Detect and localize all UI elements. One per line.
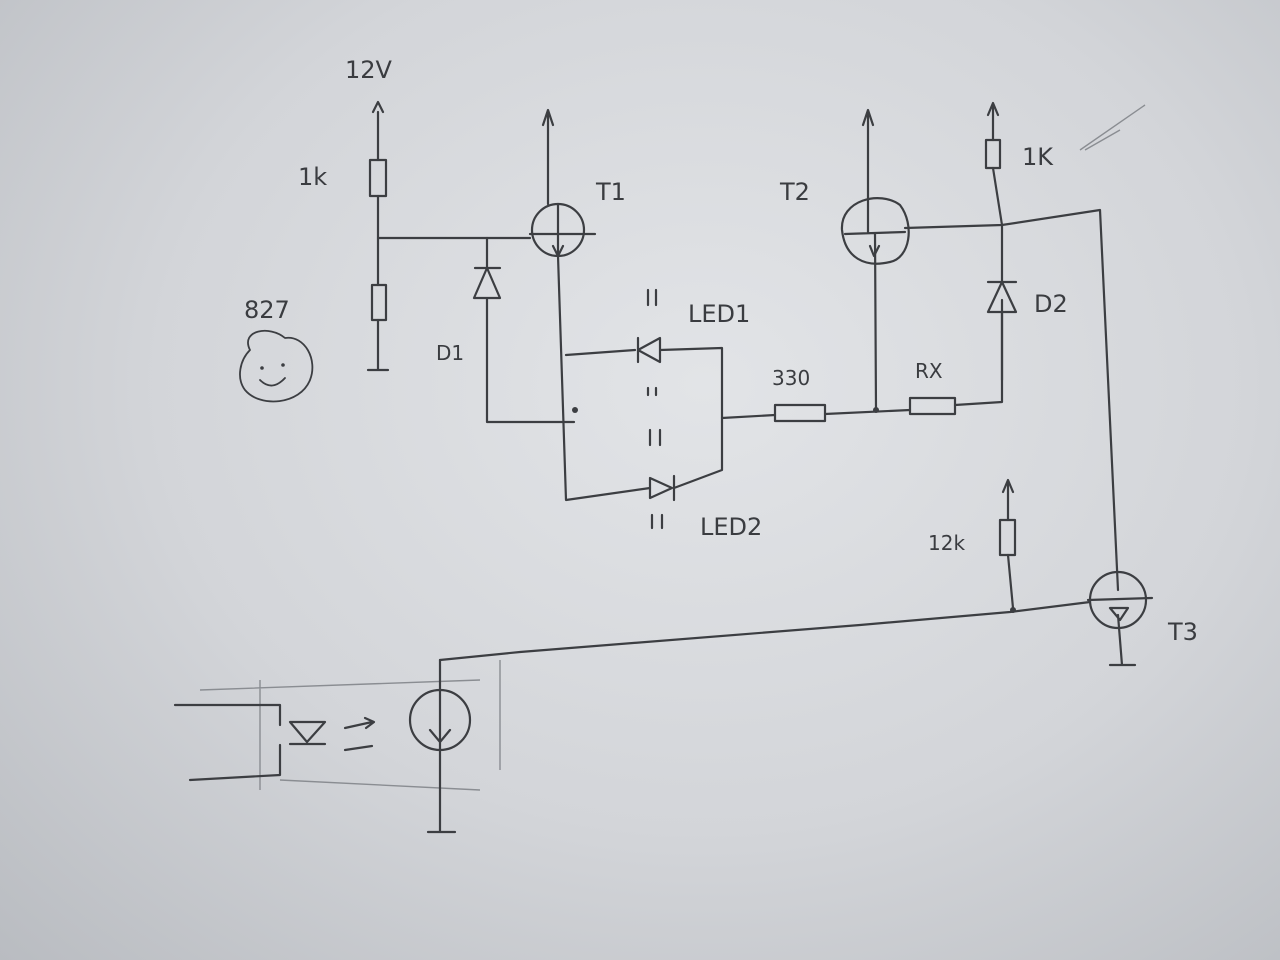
resistor-1k-diode-d2 — [984, 101, 1146, 382]
led1 — [564, 288, 724, 424]
supply-label: 12V — [345, 56, 393, 84]
label-led2: LED2 — [700, 513, 762, 541]
label-r-12k: 12k — [928, 531, 965, 555]
label-rx: RX — [915, 359, 943, 383]
label-827: 827 — [244, 296, 290, 324]
optocoupler — [173, 658, 501, 834]
resistor-divider — [366, 100, 532, 372]
transistor-t1 — [528, 108, 652, 502]
diode-d1 — [472, 236, 576, 424]
transistor-t2 — [840, 108, 1120, 592]
label-t1: T1 — [595, 178, 626, 206]
smiley-doodle — [239, 329, 314, 403]
label-r-top: 1k — [298, 163, 327, 191]
label-t3: T3 — [1167, 618, 1198, 646]
resistor-12k-transistor-t3 — [438, 478, 1154, 667]
label-d1: D1 — [436, 341, 464, 365]
label-r-330: 330 — [772, 366, 810, 390]
label-t2: T2 — [779, 178, 810, 206]
label-d2: D2 — [1034, 290, 1068, 318]
label-r-1k: 1K — [1022, 143, 1054, 171]
label-led1: LED1 — [688, 300, 750, 328]
led2 — [648, 420, 724, 530]
